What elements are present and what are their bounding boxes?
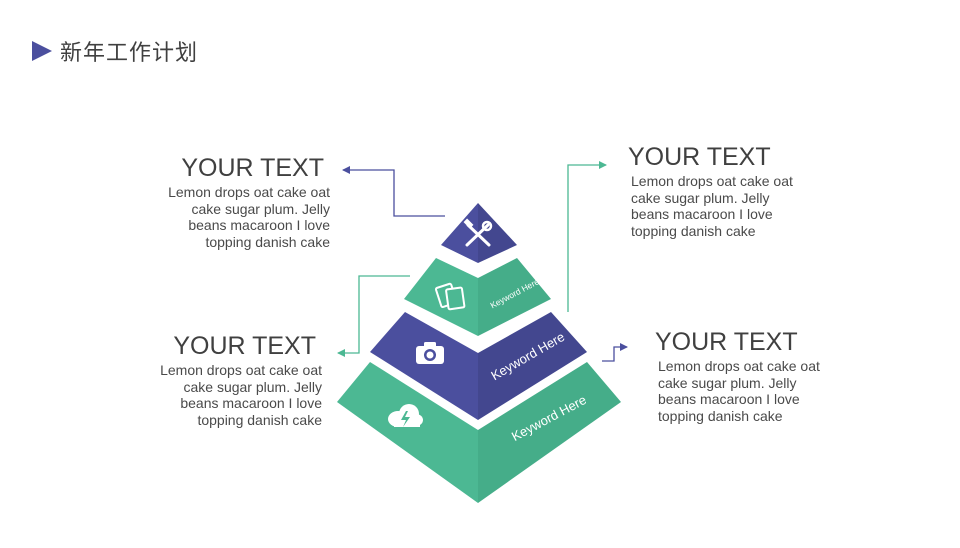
callout-heading: YOUR TEXT [173, 332, 316, 360]
callout-body: Lemon drops oat cake oat cake sugar plum… [655, 358, 855, 424]
callout-line: topping danish cake [197, 411, 322, 428]
callout-top-left: YOUR TEXT Lemon drops oat cake oat cake … [130, 154, 330, 250]
callout-mid-right: YOUR TEXT Lemon drops oat cake oat cake … [655, 328, 855, 424]
callout-line: Lemon drops oat cake oat [658, 358, 820, 374]
connector-top-right [567, 161, 607, 312]
callout-line: topping danish cake [658, 407, 783, 424]
callout-line: Lemon drops oat cake oat [631, 173, 793, 189]
callout-body: Lemon drops oat cake oat cake sugar plum… [122, 362, 322, 428]
callout-line: beans macaroon I love [631, 206, 773, 223]
callout-line: cake sugar plum. Jelly [658, 374, 797, 391]
callout-line: cake sugar plum. Jelly [631, 189, 770, 206]
callout-heading: YOUR TEXT [655, 328, 798, 356]
tools-icon [463, 218, 493, 247]
connector-mid-right [602, 343, 628, 362]
callout-heading: YOUR TEXT [628, 143, 771, 171]
callout-heading: YOUR TEXT [181, 154, 324, 182]
callout-body: Lemon drops oat cake oat cake sugar plum… [628, 173, 828, 239]
callout-line: beans macaroon I love [180, 395, 322, 412]
callout-body: Lemon drops oat cake oat cake sugar plum… [130, 184, 330, 250]
callout-line: cake sugar plum. Jelly [183, 378, 322, 395]
callout-line: topping danish cake [631, 222, 756, 239]
pyramid-tier-2: Keyword Here [404, 258, 551, 336]
callout-line: beans macaroon I love [188, 217, 330, 234]
callout-line: Lemon drops oat cake oat [168, 184, 330, 200]
slide-title: 新年工作计划 [32, 36, 198, 66]
play-triangle-icon [32, 41, 52, 61]
pyramid-tier-4: Keyword Here [337, 362, 621, 503]
callout-mid-left: YOUR TEXT Lemon drops oat cake oat cake … [122, 332, 322, 428]
callout-top-right: YOUR TEXT Lemon drops oat cake oat cake … [628, 143, 828, 239]
callout-line: beans macaroon I love [658, 391, 800, 408]
cloud-lightning-icon [388, 404, 423, 427]
connector-mid-left [337, 275, 410, 357]
callout-line: cake sugar plum. Jelly [191, 200, 330, 217]
documents-icon [434, 282, 466, 311]
connector-top-left [342, 166, 445, 217]
pyramid-tier-1 [441, 203, 517, 263]
callout-line: topping danish cake [205, 233, 330, 250]
callout-line: Lemon drops oat cake oat [160, 362, 322, 378]
camera-icon [416, 342, 444, 364]
page-title: 新年工作计划 [60, 41, 199, 66]
